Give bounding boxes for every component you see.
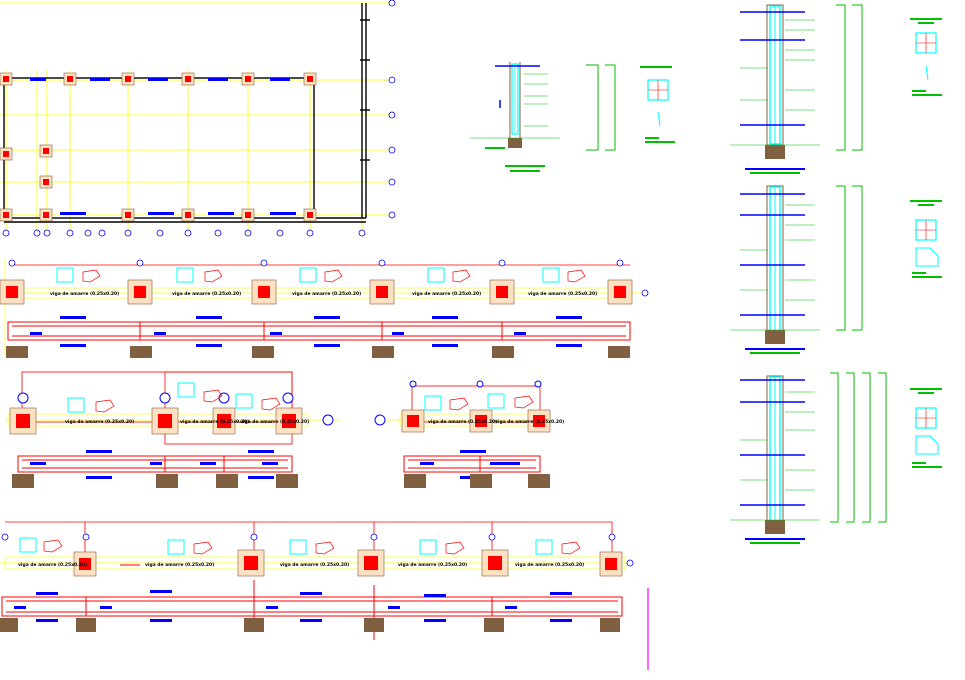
plan-axis-grid <box>0 2 395 232</box>
beam-row-2-left: viga de amarre (0.25x0.20) viga de amarr… <box>5 371 340 488</box>
beam-label: viga de amarre (0.25x0.20) <box>65 419 134 425</box>
plan-axis-bubbles <box>2 0 396 237</box>
column-detail-3 <box>730 372 942 544</box>
beam-row-1: viga de amarre (0.25x0.20) viga de amarr… <box>0 259 649 358</box>
beam-label: viga de amarre (0.25x0.20) <box>528 291 597 297</box>
beam-label: viga de amarre (0.25x0.20) <box>412 291 481 297</box>
column-detail-1 <box>730 4 942 174</box>
beam-label: viga de amarre (0.25x0.20) <box>145 562 214 568</box>
beam-label: viga de amarre (0.25x0.20) <box>495 419 564 425</box>
beam-label: viga de amarre (0.25x0.20) <box>515 562 584 568</box>
beam-label: viga de amarre (0.25x0.20) <box>18 562 87 568</box>
column-detail-small <box>470 62 675 172</box>
beam-label: viga de amarre (0.25x0.20) <box>280 562 349 568</box>
plan-walls <box>3 3 370 223</box>
footing-icon <box>6 346 630 358</box>
column-section-icon <box>56 267 560 283</box>
column-detail-2 <box>730 185 942 354</box>
beam-row-3: viga de amarre (0.25x0.20) viga de amarr… <box>0 521 649 670</box>
beam-label: viga de amarre (0.25x0.20) <box>180 419 249 425</box>
plan-columns <box>0 72 317 222</box>
beam-label: viga de amarre (0.25x0.20) <box>172 291 241 297</box>
beam-label: viga de amarre (0.25x0.20) <box>50 291 119 297</box>
beam-label: viga de amarre (0.25x0.20) <box>398 562 467 568</box>
foundation-plan <box>0 0 396 237</box>
beam-row-2-right: viga de amarre (0.25x0.20) viga de amarr… <box>374 380 564 488</box>
beam-label: viga de amarre (0.25x0.20) <box>240 419 309 425</box>
beam-label: viga de amarre (0.25x0.20) <box>292 291 361 297</box>
beam-label: viga de amarre (0.25x0.20) <box>428 419 497 425</box>
